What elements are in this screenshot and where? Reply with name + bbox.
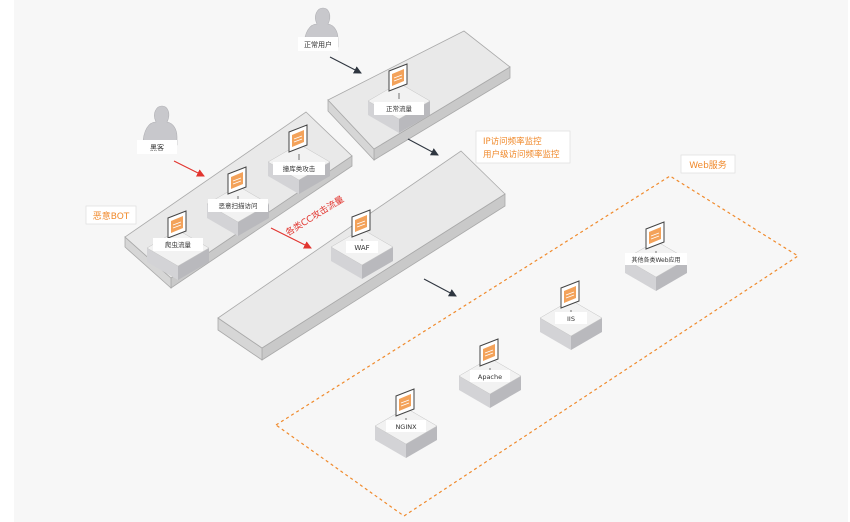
arrow-waf-to-web xyxy=(423,278,457,297)
monitor-icon xyxy=(645,221,665,257)
node-label: 爬虫流量 xyxy=(165,240,192,249)
monitor-icon xyxy=(227,166,247,202)
node-apache: Apache xyxy=(458,338,522,408)
actor-label: 正常用户 xyxy=(304,40,332,49)
svg-text:用户级访问频率监控: 用户级访问频率监控 xyxy=(483,149,560,160)
node-scanner: 恶意扫描访问 xyxy=(206,166,270,236)
node-label: WAF xyxy=(354,244,369,252)
node-label: 恶意扫描访问 xyxy=(219,201,258,210)
node-iis: IIS xyxy=(539,280,603,350)
node-crawler: 爬虫流量 xyxy=(146,210,210,280)
monitor-icon xyxy=(351,209,371,245)
server-node-icon xyxy=(539,299,603,350)
monitor-icon xyxy=(388,63,408,99)
node-label: 正常流量 xyxy=(386,104,413,113)
monitor-label: IP访问频率监控 用户级访问频率监控 xyxy=(475,130,571,164)
attacker: 黑客 xyxy=(137,105,178,154)
node-label: Apache xyxy=(478,373,502,381)
node-normal-traffic: 正常流量 xyxy=(367,63,431,133)
node-label: NGINX xyxy=(395,423,417,431)
node-waf: WAF xyxy=(330,209,394,279)
svg-text:恶意BOT: 恶意BOT xyxy=(93,210,130,222)
monitor-icon xyxy=(479,338,499,374)
arrow-cc-to-waf xyxy=(270,227,312,249)
arrow-normal-to-waf xyxy=(407,138,439,156)
arrow-attacker-to-bots xyxy=(173,160,205,177)
monitor-icon xyxy=(288,124,308,160)
actor-label: 黑客 xyxy=(150,143,164,152)
monitor-icon xyxy=(395,388,415,424)
normal-user: 正常用户 xyxy=(298,7,339,51)
node-nginx: NGINX xyxy=(374,388,438,458)
node-label: IIS xyxy=(567,315,575,323)
web-service-region xyxy=(274,175,800,517)
node-other-web: 其他各类Web应用 xyxy=(624,221,688,291)
monitor-icon xyxy=(167,210,187,246)
platform-normal-traffic xyxy=(327,30,511,162)
user-cloud-icon xyxy=(142,105,178,146)
svg-text:Web服务: Web服务 xyxy=(689,159,727,171)
node-label: 其他各类Web应用 xyxy=(631,256,680,264)
arrow-user-to-normal xyxy=(329,56,362,74)
node-credential-attack: 撞库类攻击 xyxy=(267,124,331,194)
bad-bot-label: 恶意BOT xyxy=(85,205,137,225)
node-label: 撞库类攻击 xyxy=(283,164,316,173)
web-service-label: Web服务 xyxy=(680,154,736,174)
svg-text:IP访问频率监控: IP访问频率监控 xyxy=(483,136,542,147)
